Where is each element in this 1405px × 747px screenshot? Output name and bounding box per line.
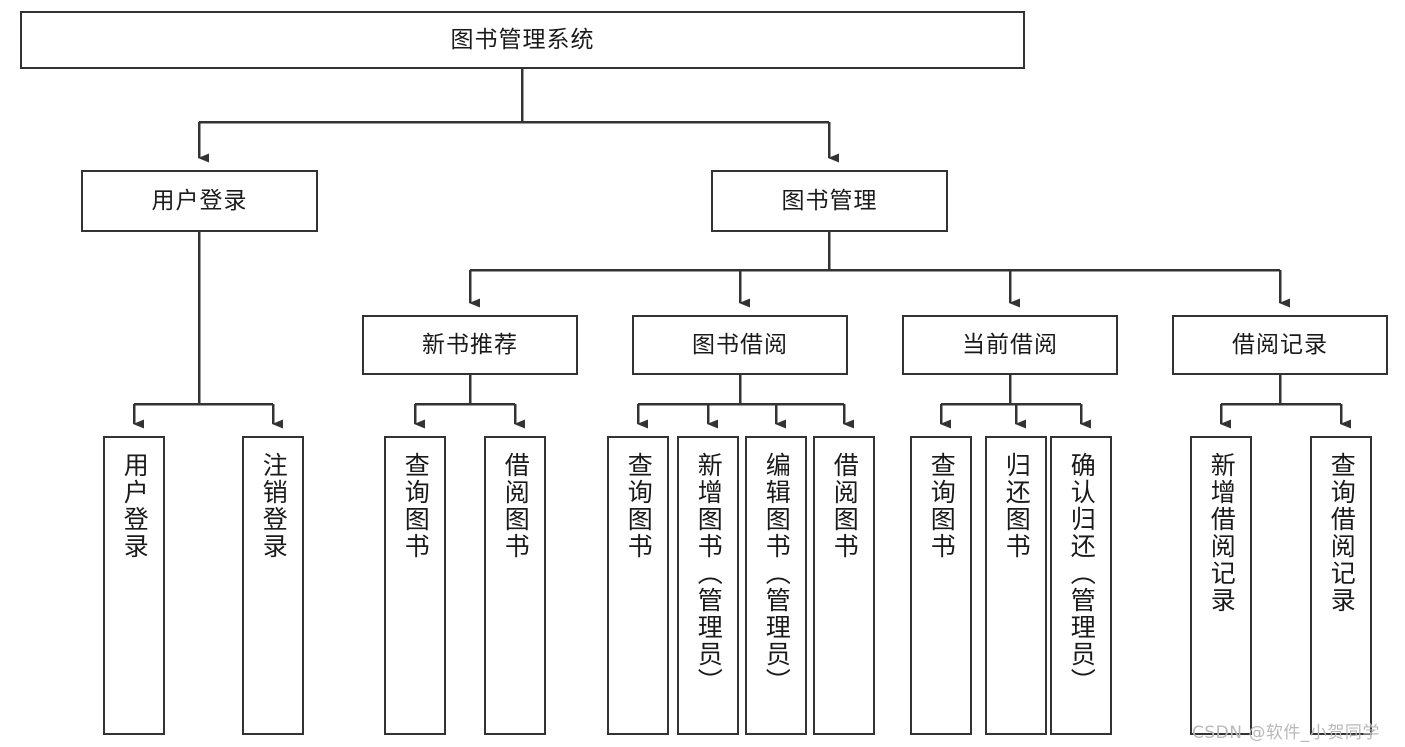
node-leaf-query-book-current[interactable]: 查询图书	[910, 436, 972, 735]
node-label: 新增借阅记录	[1207, 452, 1237, 614]
node-label: 新增图书（管理员）	[694, 452, 724, 695]
node-book-management[interactable]: 图书管理	[711, 170, 948, 232]
node-label: 借阅图书	[830, 452, 860, 560]
node-label: 编辑图书（管理员）	[762, 452, 792, 695]
node-label: 借阅记录	[1232, 331, 1328, 358]
node-leaf-confirm-return-admin[interactable]: 确认归还（管理员）	[1050, 436, 1112, 735]
node-leaf-query-borrow-record[interactable]: 查询借阅记录	[1310, 436, 1372, 735]
node-label: 当前借阅	[962, 331, 1058, 358]
node-label: 查询图书	[401, 452, 431, 560]
node-leaf-logout[interactable]: 注销登录	[242, 436, 304, 735]
node-label: 用户登录	[151, 187, 248, 214]
node-label: 查询图书	[927, 452, 957, 560]
node-label: 图书借阅	[692, 331, 788, 358]
node-label: 查询借阅记录	[1327, 452, 1357, 614]
node-borrow-record[interactable]: 借阅记录	[1172, 315, 1388, 375]
node-leaf-borrow-book-newbook[interactable]: 借阅图书	[484, 436, 546, 735]
node-new-book-recommend[interactable]: 新书推荐	[362, 315, 578, 375]
node-label: 用户登录	[120, 452, 150, 560]
node-leaf-query-book-newbook[interactable]: 查询图书	[384, 436, 446, 735]
node-leaf-edit-book-admin[interactable]: 编辑图书（管理员）	[745, 436, 807, 735]
node-label: 图书管理系统	[450, 26, 595, 53]
node-label: 归还图书	[1002, 452, 1032, 560]
node-leaf-lend-book[interactable]: 借阅图书	[813, 436, 875, 735]
watermark-text: CSDN @软件_小贺同学	[1192, 723, 1380, 743]
node-label: 新书推荐	[422, 331, 518, 358]
node-leaf-query-book-borrow[interactable]: 查询图书	[607, 436, 669, 735]
node-label: 确认归还（管理员）	[1067, 452, 1097, 695]
node-label: 查询图书	[624, 452, 654, 560]
node-leaf-return-book[interactable]: 归还图书	[985, 436, 1047, 735]
node-user-login[interactable]: 用户登录	[81, 170, 318, 232]
node-leaf-add-book-admin[interactable]: 新增图书（管理员）	[677, 436, 739, 735]
node-book-borrow[interactable]: 图书借阅	[632, 315, 848, 375]
node-label: 图书管理	[781, 187, 878, 214]
node-current-borrow[interactable]: 当前借阅	[902, 315, 1118, 375]
node-root-book-management-system[interactable]: 图书管理系统	[20, 11, 1025, 69]
node-label: 注销登录	[259, 452, 289, 560]
node-leaf-user-login[interactable]: 用户登录	[103, 436, 165, 735]
node-leaf-add-borrow-record[interactable]: 新增借阅记录	[1190, 436, 1252, 735]
node-label: 借阅图书	[501, 452, 531, 560]
